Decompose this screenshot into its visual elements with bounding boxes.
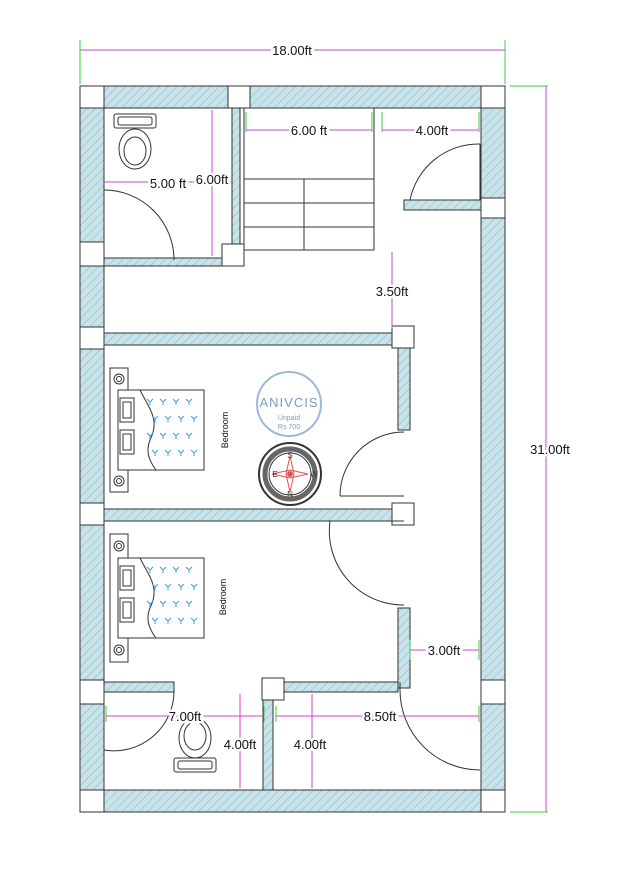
dim-side-passage: 3.00ft [428, 643, 461, 658]
dim-bottom-right-width: 8.50ft [364, 709, 397, 724]
bedding-mark [164, 617, 172, 624]
bedding-mark [177, 449, 185, 456]
bedding-mark [151, 583, 159, 590]
staircase [243, 108, 375, 251]
dimension-labels: 18.00ft 31.00ft 6.00 ft 4.00ft 5.00 ft 6… [147, 41, 572, 755]
bedding-mark [151, 415, 159, 422]
dim-toilet-width: 5.00 ft [150, 176, 187, 191]
dim-top-right: 4.00ft [416, 123, 449, 138]
compass-w: W [310, 470, 318, 479]
bedding-pattern [146, 566, 198, 624]
room-label-bedroom-2: Bedroom [218, 579, 228, 616]
bedding-mark [190, 583, 198, 590]
bedding-mark [164, 583, 172, 590]
dim-overall-width: 18.00ft [272, 43, 312, 58]
watermark-line-2: Rs 700 [278, 424, 300, 431]
bedding-mark [172, 566, 180, 573]
bedding-mark [164, 449, 172, 456]
bedding-mark [146, 600, 154, 607]
bedding-mark [177, 415, 185, 422]
bedding-mark [190, 617, 198, 624]
columns [79, 85, 506, 813]
dim-bottom-right-height: 4.00ft [294, 737, 327, 752]
dimension-lines [80, 49, 547, 812]
bedding-mark [151, 617, 159, 624]
dim-passage: 3.50ft [376, 284, 409, 299]
compass-e: E [272, 470, 277, 479]
bedding-mark [146, 432, 154, 439]
compass-n: N [287, 490, 293, 499]
bedding-pattern [146, 398, 198, 456]
dim-stair-width: 6.00 ft [291, 123, 328, 138]
bedding-mark [177, 617, 185, 624]
bedding-mark [185, 432, 193, 439]
dim-toilet-height: 6.00ft [196, 172, 229, 187]
compass-s: S [287, 451, 292, 460]
bedding-mark [185, 566, 193, 573]
bedding-mark [159, 600, 167, 607]
bedding-mark [177, 583, 185, 590]
bedding-mark [185, 398, 193, 405]
room-label-bedroom-1: Bedroom [220, 412, 230, 449]
watermark-brand: ANIVCIS [259, 395, 318, 410]
bedding-mark [159, 398, 167, 405]
extension-lines [79, 40, 548, 813]
bedding-mark [159, 566, 167, 573]
dim-overall-height: 31.00ft [530, 442, 570, 457]
bedding-mark [164, 415, 172, 422]
bedding-mark [190, 449, 198, 456]
bed-1 [109, 367, 205, 493]
bedding-mark [190, 415, 198, 422]
bed-2 [109, 533, 205, 663]
bedding-mark [172, 600, 180, 607]
bedding-mark [151, 449, 159, 456]
toilet-top [113, 113, 157, 170]
dim-bottom-left-height: 4.00ft [224, 737, 257, 752]
bedding-mark [185, 600, 193, 607]
bedding-mark [159, 432, 167, 439]
watermark-line-1: Unpaid [278, 415, 300, 422]
doors [103, 143, 481, 771]
bedding-mark [172, 432, 180, 439]
bedding-mark [172, 398, 180, 405]
toilet-bottom [173, 717, 217, 773]
dim-bottom-left-width: 7.00ft [169, 709, 202, 724]
bedding-mark [146, 398, 154, 405]
watermark-stamp: ANIVCIS Unpaid Rs 700 [256, 371, 322, 437]
compass-icon: S N E W [258, 442, 322, 506]
bedding-mark [146, 566, 154, 573]
